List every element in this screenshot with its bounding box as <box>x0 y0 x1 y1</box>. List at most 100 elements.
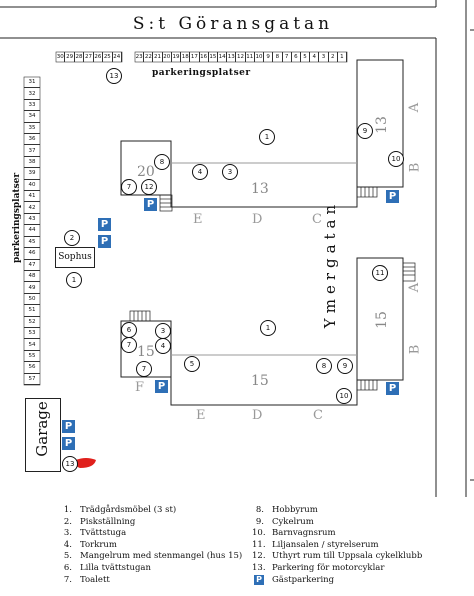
parking-spot: 32 <box>24 88 40 100</box>
entrance-13-b: B <box>407 162 423 173</box>
house-15-number: 15 <box>251 373 269 389</box>
parking-spot: 37 <box>24 145 40 157</box>
guest-parking-icon: P <box>386 190 399 203</box>
parking-spot: 51 <box>24 305 40 317</box>
guest-parking-icon: P <box>62 420 75 433</box>
parking-spot: 12 <box>237 52 246 62</box>
entrance-15-e: E <box>196 408 206 423</box>
parking-spot: 46 <box>24 248 40 260</box>
parking-spot: 26 <box>94 52 104 62</box>
parking-spot: 9 <box>264 52 274 62</box>
parking-spot: 55 <box>24 351 40 363</box>
guest-parking-icon: P <box>98 235 111 248</box>
parking-spot: 44 <box>24 225 40 237</box>
parking-spot: 33 <box>24 100 40 112</box>
marker-9-bike-room: 9 <box>337 358 353 374</box>
parking-spot: 23 <box>135 52 145 62</box>
marker-4-drying-room: 4 <box>155 338 171 354</box>
parking-spot: 40 <box>24 180 40 192</box>
parking-spot: 8 <box>273 52 283 62</box>
motorcycle-parking-mark <box>75 458 96 468</box>
parking-spot: 5 <box>301 52 311 62</box>
marker-10-pram-room: 10 <box>388 151 404 167</box>
parking-strip-left <box>23 76 41 386</box>
legend-item: 9.Cykelrum <box>255 516 314 527</box>
garage-label: Garage <box>33 401 51 457</box>
marker-1-garden-furniture: 1 <box>66 272 82 288</box>
entrance-13-a: A <box>407 102 423 113</box>
entrance-13-d: D <box>252 212 263 227</box>
garage-building <box>25 398 61 472</box>
guest-parking-icon: P <box>98 218 111 231</box>
legend-item: 5.Mangelrum med stenmangel (hus 15) <box>63 551 243 562</box>
parking-spot: 14 <box>218 52 228 62</box>
parking-spot: 45 <box>24 237 40 249</box>
entrance-15-c: C <box>313 408 323 423</box>
parking-spot: 20 <box>163 52 172 62</box>
entrance-15-d: D <box>252 408 263 423</box>
marker-10-pram-room: 10 <box>336 388 352 404</box>
parking-spot: 13 <box>227 52 237 62</box>
guest-parking-icon: P <box>386 382 399 395</box>
legend-right: 8.Hobbyrum 9.Cykelrum 10.Barnvagnsrum 11… <box>252 505 422 586</box>
marker-13-motorcycle-parking: 13 <box>62 456 78 472</box>
legend-item: 3.Tvättstuga <box>63 528 127 539</box>
marker-2-carpet-rack: 2 <box>64 230 80 246</box>
stairs <box>129 186 416 391</box>
legend-left: 1.Trädgårdsmöbel (3 st) 2.Piskställning … <box>60 505 242 586</box>
guest-parking-icon: P <box>144 198 157 211</box>
parking-spot: 15 <box>209 52 218 62</box>
parking-spot: 18 <box>181 52 191 62</box>
marker-1-garden-furniture: 1 <box>259 129 275 145</box>
street-name-north: S:t Göransgatan <box>132 14 334 34</box>
parking-spot: 27 <box>84 52 94 62</box>
parking-spot: 22 <box>144 52 154 62</box>
parking-spot: 49 <box>24 282 40 294</box>
parking-spot: 10 <box>255 52 265 62</box>
legend-item: 12.Uthyrt rum till Uppsala cykelklubb <box>252 551 423 562</box>
marker-5-mangle-room: 5 <box>184 356 200 372</box>
parking-spot: 50 <box>24 294 40 306</box>
parking-spot: 25 <box>103 52 113 62</box>
parking-title-left: parkeringsplatser <box>12 172 22 263</box>
parking-spot: 19 <box>172 52 182 62</box>
marker-3-laundry: 3 <box>222 164 238 180</box>
entrance-13-c: C <box>312 212 322 227</box>
marker-7-toilet: 7 <box>121 337 137 353</box>
parking-spot: 47 <box>24 260 40 271</box>
legend-item: 7.Toalett <box>63 574 110 585</box>
parking-spot: 24 <box>113 52 122 62</box>
marker-7-toilet: 7 <box>136 361 152 377</box>
parking-spot: 36 <box>24 134 40 146</box>
house-13-west-number: 20 <box>137 164 155 180</box>
parking-spot: 17 <box>190 52 200 62</box>
marker-12-cycle-club-room: 12 <box>141 179 157 195</box>
parking-spot: 29 <box>66 52 75 62</box>
parking-spot: 53 <box>24 328 40 340</box>
legend-item: 10.Barnvagnsrum <box>252 528 336 539</box>
house-15-west-number: 15 <box>137 344 155 360</box>
entrance-15-a: A <box>407 282 423 293</box>
guest-parking-icon: P <box>62 437 75 450</box>
marker-1-garden-furniture: 1 <box>260 320 276 336</box>
house-13-east-number: 13 <box>373 116 390 134</box>
parking-spot: 34 <box>24 111 40 123</box>
parking-spot: 16 <box>200 52 209 62</box>
parking-title-top: parkeringsplatser <box>152 68 251 78</box>
parking-spot: 7 <box>283 52 292 62</box>
entrance-15-f: F <box>135 380 145 395</box>
marker-3-laundry: 3 <box>155 323 171 339</box>
parking-spot: 11 <box>246 52 255 62</box>
legend-item: 8.Hobbyrum <box>255 505 318 515</box>
legend-item: 13.Parkering för motorcyklar <box>252 562 385 573</box>
parking-spot: 28 <box>75 52 85 62</box>
parking-spot: 48 <box>24 271 40 283</box>
parking-spot: 31 <box>24 77 40 89</box>
entrance-15-b: B <box>407 344 423 355</box>
parking-spot: 3 <box>319 52 329 62</box>
sophus-building: Sophus <box>55 247 95 268</box>
